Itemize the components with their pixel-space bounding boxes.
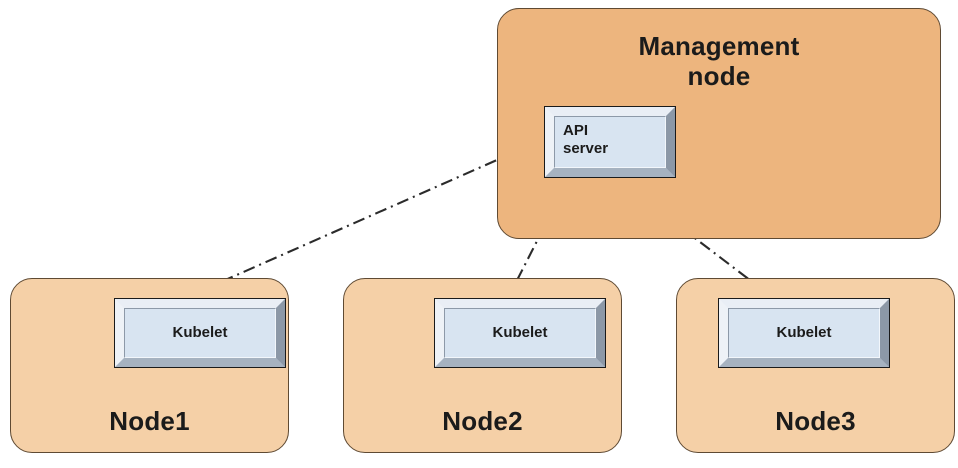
kubelet1-label: Kubelet bbox=[172, 324, 228, 341]
api-server-box[interactable]: API server bbox=[544, 106, 676, 178]
kubelet-box-node2[interactable]: Kubelet bbox=[434, 298, 606, 368]
management-node-title: Management node bbox=[638, 31, 800, 91]
api-server-label: API server bbox=[563, 122, 609, 157]
kubelet3-face bbox=[728, 308, 880, 358]
kubelet1-face bbox=[124, 308, 276, 358]
node1-title: Node1 bbox=[109, 406, 190, 436]
node2-title: Node2 bbox=[442, 406, 523, 436]
node3-title: Node3 bbox=[775, 406, 856, 436]
kubelet-box-node3[interactable]: Kubelet bbox=[718, 298, 890, 368]
connector-api-to-kubelet1 bbox=[178, 139, 542, 302]
api-server-face bbox=[554, 116, 666, 168]
kubelet2-label: Kubelet bbox=[492, 324, 548, 341]
kubelet3-label: Kubelet bbox=[776, 324, 832, 341]
kubelet2-face bbox=[444, 308, 596, 358]
kubelet-box-node1[interactable]: Kubelet bbox=[114, 298, 286, 368]
